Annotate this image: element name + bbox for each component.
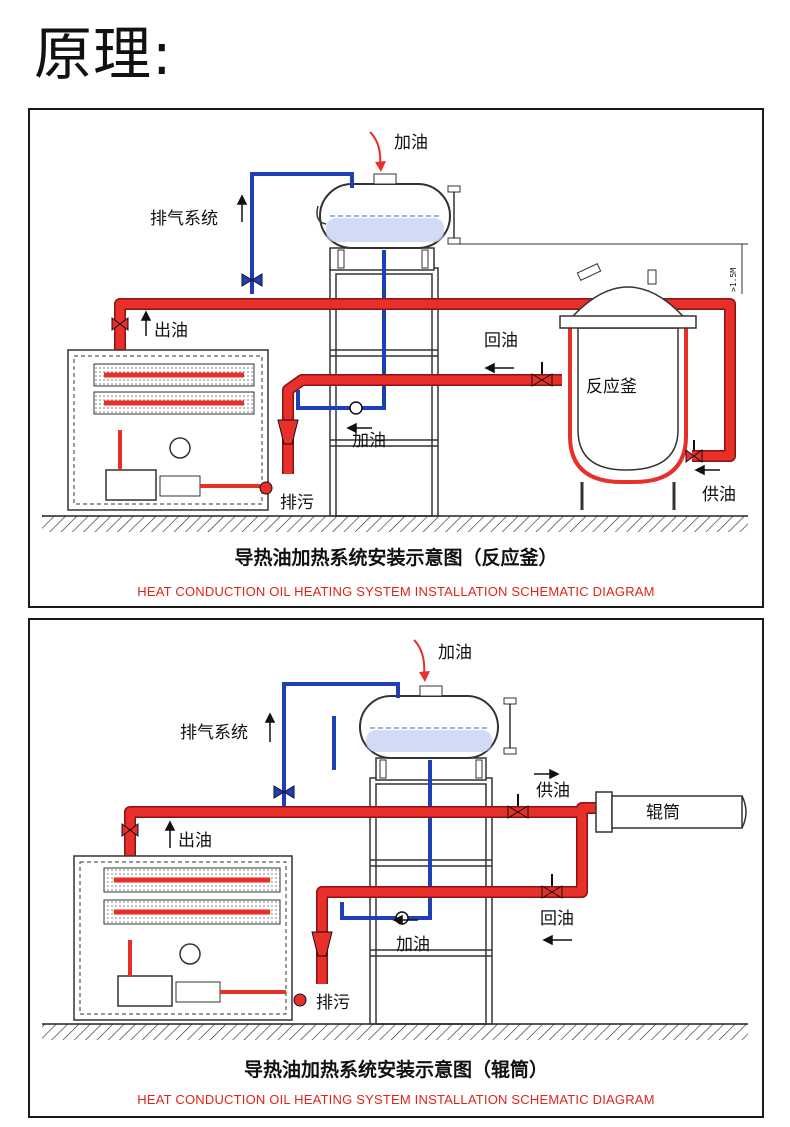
supply-valve xyxy=(685,440,703,463)
diagram-roller: 辊筒 xyxy=(28,618,764,1118)
caption-en: HEAT CONDUCTION OIL HEATING SYSTEM INSTA… xyxy=(137,584,654,599)
supply-label: 供油 xyxy=(536,781,570,801)
return-valve xyxy=(541,874,563,899)
outlet-valve xyxy=(121,823,139,837)
fill-valve xyxy=(349,401,363,415)
drain-valve xyxy=(259,481,273,495)
heater-unit xyxy=(67,349,269,511)
outlet-valve xyxy=(111,317,129,331)
outlet-label: 出油 xyxy=(154,321,188,341)
fill-top-label: 加油 xyxy=(438,643,472,663)
return-valve xyxy=(531,362,553,387)
heater-unit xyxy=(73,855,293,1021)
height-note: >1.5M xyxy=(729,268,738,292)
ground xyxy=(42,515,748,532)
expansion-tank xyxy=(316,173,748,271)
roller: 辊筒 xyxy=(595,791,747,833)
vent-label: 排气系统 xyxy=(150,209,218,229)
diagram-reactor: >1.5M 反应釜 xyxy=(28,108,764,608)
roller-schematic: 辊筒 xyxy=(42,639,748,1107)
caption-zh: 导热油加热系统安装示意图（辊筒） xyxy=(244,1058,548,1081)
page-title: 原理: xyxy=(34,20,173,88)
blue-lines xyxy=(282,682,432,920)
reactor-schematic: >1.5M 反应釜 xyxy=(42,131,748,599)
valves xyxy=(111,273,703,495)
supply-label: 供油 xyxy=(702,485,736,505)
ground xyxy=(42,1023,748,1040)
vent-label: 排气系统 xyxy=(180,723,248,743)
blue-lines xyxy=(250,172,386,410)
return-label: 回油 xyxy=(484,331,518,351)
fill-top-label: 加油 xyxy=(394,133,428,153)
drain-label: 排污 xyxy=(316,993,350,1013)
fill-mid-label: 加油 xyxy=(352,431,386,451)
fill-mid-label: 加油 xyxy=(396,935,430,955)
expansion-tank xyxy=(359,685,517,781)
vent-valve xyxy=(273,785,295,799)
filter xyxy=(311,931,333,957)
filter xyxy=(277,419,299,445)
roller-label: 辊筒 xyxy=(646,803,680,823)
drain-label: 排污 xyxy=(280,493,314,513)
arrows xyxy=(140,131,720,476)
arrows xyxy=(164,639,572,946)
outlet-label: 出油 xyxy=(178,831,212,851)
supply-valve xyxy=(507,794,529,819)
caption-zh: 导热油加热系统安装示意图（反应釜） xyxy=(234,546,557,569)
vessel-label: 反应釜 xyxy=(586,377,637,397)
valves xyxy=(121,785,563,1007)
vent-valve xyxy=(241,273,263,287)
reactor-vessel: 反应釜 xyxy=(559,263,697,510)
return-label: 回油 xyxy=(540,909,574,929)
height-dimension: >1.5M xyxy=(729,244,743,294)
drain-valve xyxy=(293,993,307,1007)
caption-en: HEAT CONDUCTION OIL HEATING SYSTEM INSTA… xyxy=(137,1092,654,1107)
